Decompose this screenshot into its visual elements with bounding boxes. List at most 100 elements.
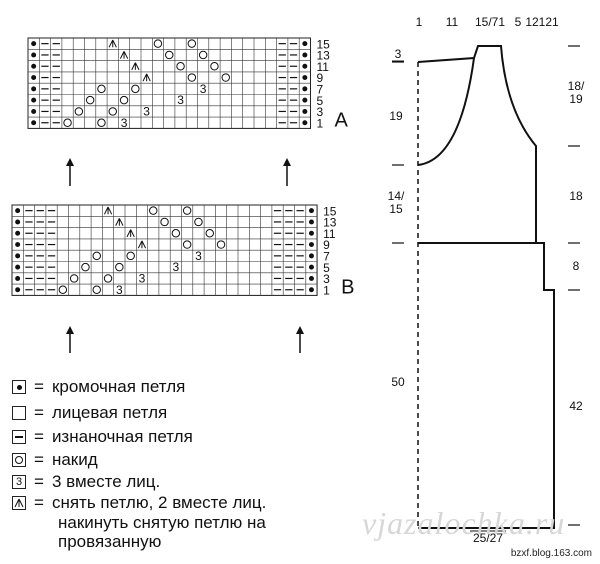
- edge-stitch-dot: [302, 75, 308, 81]
- row-number: 15: [323, 204, 337, 218]
- sk2p-symbol-icon: [12, 496, 26, 510]
- edge-stitch-dot: [31, 75, 37, 81]
- edge-stitch-dot: [308, 275, 314, 281]
- upper-side-label: 14/: [388, 189, 405, 203]
- sk2p-mark: [115, 218, 124, 226]
- shoulder-label: 3: [395, 47, 402, 61]
- yarn-over-circle: [182, 240, 192, 249]
- yarn-over-circle: [160, 217, 169, 227]
- yarn-over-circle: [63, 118, 72, 127]
- three-together-mark: 3: [143, 104, 150, 118]
- yarn-over-circle: [115, 262, 124, 272]
- repeat-arrow-head: [296, 326, 304, 334]
- row-number: 9: [317, 71, 324, 85]
- yarn-over-circle: [119, 95, 129, 105]
- armhole-height-label: 19: [389, 109, 403, 123]
- yarn-over-circle: [92, 251, 101, 261]
- sk2p-mark: [119, 51, 129, 59]
- row-number: 3: [323, 272, 330, 286]
- garment-outline: [417, 45, 555, 529]
- edge-stitch-dot: [308, 208, 314, 214]
- row-number: 5: [323, 261, 330, 275]
- legend-equals: =: [34, 377, 44, 396]
- yarn-over-circle: [131, 84, 140, 94]
- legend-item-purl: =изнаночная петля: [12, 428, 193, 446]
- row-number: 9: [323, 238, 330, 252]
- yarn-over-circle: [221, 73, 230, 82]
- edge-stitch-dot: [31, 86, 37, 92]
- edge-stitch-dot: [31, 41, 37, 47]
- yarn-over-circle: [74, 107, 84, 116]
- yarn-over-circle: [81, 262, 90, 272]
- sk2p-mark: [108, 39, 117, 48]
- row-number: 1: [323, 283, 330, 297]
- sk2p-mark: [126, 229, 135, 238]
- three-together-mark: 3: [121, 116, 128, 130]
- row-number: 7: [323, 250, 330, 264]
- right-skirt-label: 42: [569, 399, 583, 413]
- chart-b-label: B: [341, 276, 354, 298]
- edge-stitch-dot: [15, 287, 21, 293]
- skirt-length-label: 50: [391, 375, 405, 389]
- edge-stitch-dot: [31, 52, 37, 58]
- legend-text: снять петлю, 2 вместе лиц.: [51, 493, 267, 512]
- yarn-over-circle: [92, 285, 101, 294]
- legend-equals: =: [34, 403, 44, 422]
- source-credit: bzxf.blog.163.com: [510, 548, 592, 559]
- watermark: vjazalochka.ru: [362, 505, 566, 541]
- row-number: 7: [317, 83, 324, 97]
- right-middle-label: 18: [569, 189, 583, 203]
- top-dimension-label: 5: [515, 15, 522, 29]
- yarn-over-circle: [182, 206, 192, 215]
- yarn-over-circle: [126, 251, 135, 261]
- yarn-over-circle: [153, 39, 163, 48]
- purl-symbol-icon: [12, 430, 26, 444]
- row-number: 15: [317, 37, 331, 51]
- yarn-over-circle: [97, 118, 106, 127]
- edge-stitch-dot: [31, 63, 37, 69]
- yarn-over-circle: [198, 50, 208, 60]
- right-waist-label: 8: [573, 259, 580, 273]
- 3tog-symbol-icon: 3: [12, 475, 26, 489]
- row-number: 11: [323, 227, 336, 241]
- repeat-arrow-head: [66, 326, 74, 334]
- legend-equals: =: [34, 472, 44, 491]
- row-number: 3: [317, 105, 324, 119]
- edge-stitch-dot: [302, 52, 308, 58]
- yarn-over-circle: [210, 62, 219, 71]
- row-number: 11: [317, 60, 330, 74]
- legend-text: кромочная петля: [51, 377, 186, 396]
- legend-text-continuation: провязанную: [58, 532, 162, 551]
- right-top-label: 19: [569, 92, 583, 106]
- sk2p-mark: [142, 73, 151, 82]
- armhole-curve: [417, 57, 475, 166]
- yarn-over-circle: [194, 217, 203, 227]
- three-together-mark: 3: [116, 283, 123, 297]
- edge-stitch-dot: [308, 242, 314, 248]
- yarn-over-circle: [149, 206, 158, 215]
- legend-text: изнаночная петля: [51, 427, 193, 446]
- hem-width-label: 25/27: [473, 531, 503, 545]
- edge-stitch-dot: [15, 264, 21, 270]
- edge-stitch-dot: [302, 120, 308, 126]
- repeat-arrow-head: [283, 158, 291, 166]
- edge-stitch-dot: [31, 97, 37, 103]
- legend-text: 3 вместе лиц.: [51, 472, 161, 491]
- edge-stitch-dot: [308, 264, 314, 270]
- edge-stitch-dot: [308, 253, 314, 259]
- three-together-mark: 3: [139, 271, 146, 285]
- edge-stitch-dot: [308, 287, 314, 293]
- three-together-mark: 3: [200, 82, 207, 96]
- row-number: 5: [317, 94, 324, 108]
- edge-stitch-dot: [15, 219, 21, 225]
- edge-symbol-icon: [12, 380, 26, 394]
- legend-text: лицевая петля: [51, 403, 168, 422]
- edge-stitch-dot: [308, 219, 314, 225]
- yarn-over-circle: [176, 62, 185, 71]
- yarn-over-circle: [97, 84, 106, 94]
- edge-stitch-dot: [15, 275, 21, 281]
- edge-stitch-dot: [31, 120, 37, 126]
- edge-stitch-dot: [302, 108, 308, 114]
- edge-stitch-dot: [302, 63, 308, 69]
